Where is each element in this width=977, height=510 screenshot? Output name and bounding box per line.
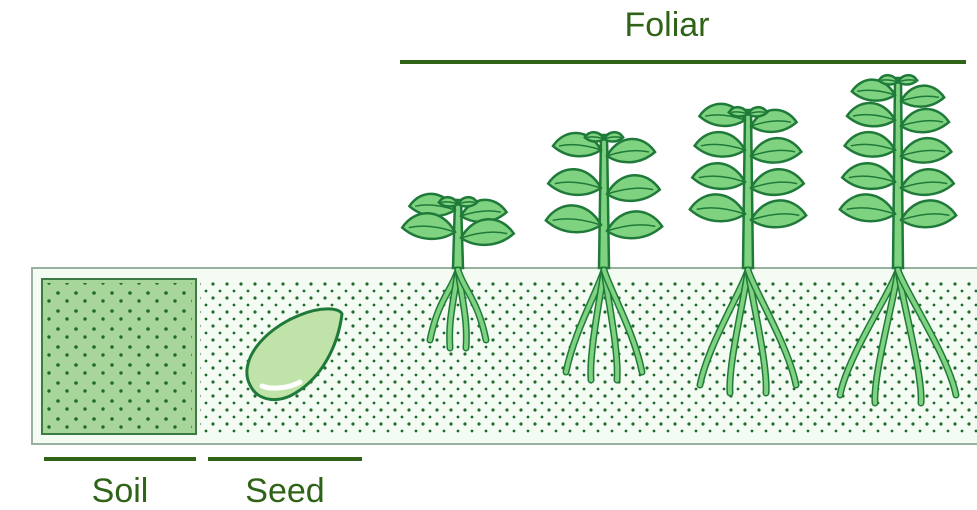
seed-label: Seed xyxy=(208,474,362,508)
soil-bracket-line xyxy=(44,457,196,461)
seed-bracket-line xyxy=(208,457,362,461)
soil-sample-box xyxy=(42,279,196,434)
foliar-bracket-line xyxy=(400,60,966,64)
soil-label: Soil xyxy=(44,474,196,508)
foliar-label: Foliar xyxy=(592,8,742,42)
